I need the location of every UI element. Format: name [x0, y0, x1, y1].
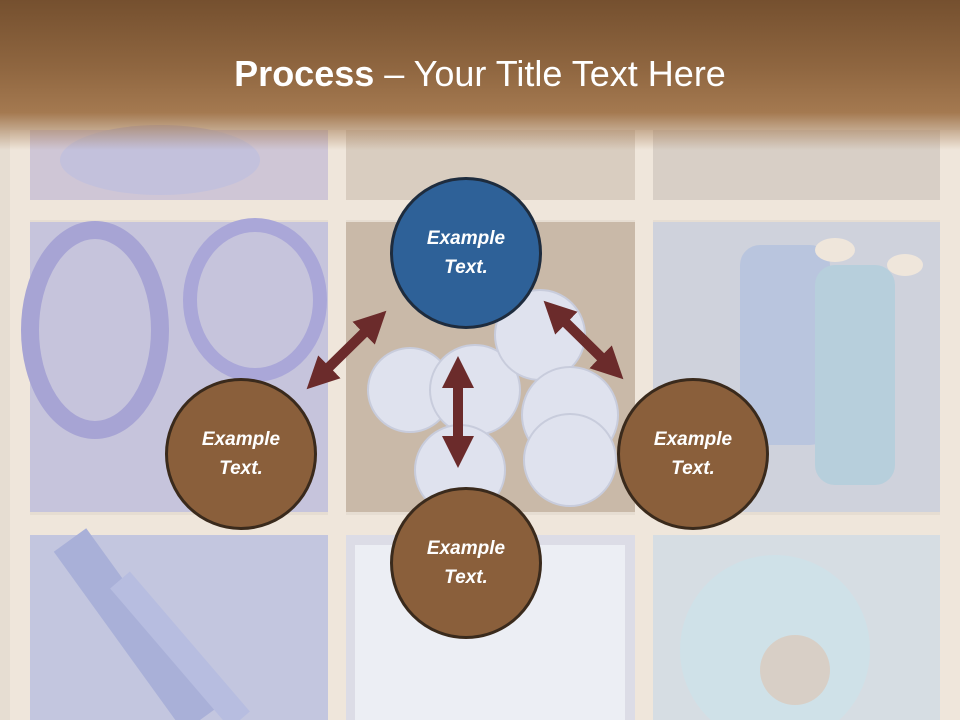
title-bar [0, 0, 960, 150]
process-node-top[interactable]: Example Text. [390, 177, 542, 329]
process-node-left[interactable]: Example Text. [165, 378, 317, 530]
process-node-bottom-label: Example Text. [426, 538, 506, 588]
process-node-left-label: Example Text. [201, 429, 281, 479]
title-bold-part: Process [234, 53, 375, 94]
process-node-top-label: Example Text. [426, 228, 506, 278]
slide-title[interactable]: Process – Your Title Text Here [0, 52, 960, 96]
process-node-bottom[interactable]: Example Text. [390, 487, 542, 639]
title-rest-part: – Your Title Text Here [374, 53, 726, 94]
process-node-right-label: Example Text. [653, 429, 733, 479]
process-node-right[interactable]: Example Text. [617, 378, 769, 530]
arrow-top-right [543, 300, 624, 380]
arrow-top-left [306, 310, 387, 390]
